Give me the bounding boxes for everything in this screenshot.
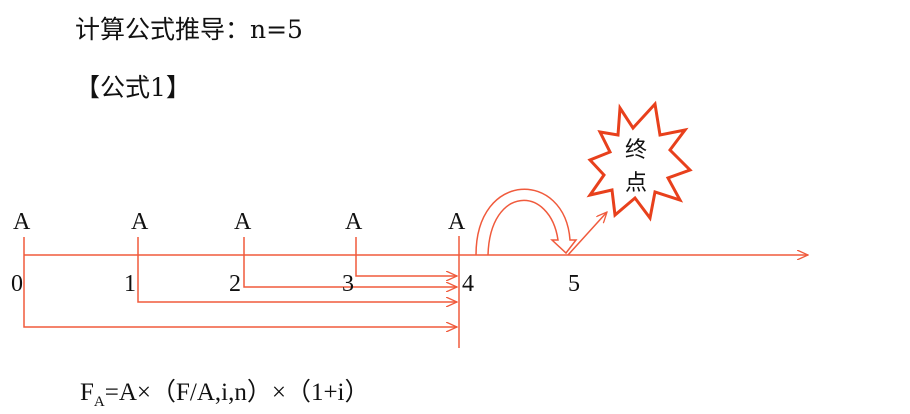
flow-arrow-2: [243, 237, 457, 287]
end-point-burst: [586, 100, 693, 222]
flow-arrow-0: [23, 237, 457, 327]
payment-label: A: [13, 209, 31, 235]
formula-rhs: =A×（F/A,i,n）×（1+i）: [104, 379, 370, 406]
payment-label: A: [131, 209, 149, 235]
payment-label: A: [234, 209, 252, 235]
flow-arrow-1: [137, 237, 457, 302]
formula: FA=A×（F/A,i,n）×（1+i）: [80, 372, 370, 411]
period-label: 0: [11, 271, 23, 297]
flow-arrow-3: [355, 237, 457, 276]
period-label: 2: [229, 271, 241, 297]
payment-label: A: [448, 209, 466, 235]
period-label: 3: [342, 271, 354, 297]
page-title: 计算公式推导：n=5: [75, 15, 303, 44]
end-point-arrow: [567, 212, 607, 256]
period-label: 5: [568, 271, 580, 297]
formula-lhs-subscript: A: [93, 394, 105, 410]
period-label: 4: [462, 271, 474, 297]
formula-lhs: F: [80, 379, 94, 406]
compound-arc-arrow: [475, 188, 578, 256]
period-label: 1: [124, 271, 136, 297]
payment-label: A: [345, 209, 363, 235]
end-point-label-2: 点: [625, 171, 647, 196]
section-label: 【公式1】: [75, 73, 191, 102]
end-point-label-1: 终: [625, 138, 647, 163]
